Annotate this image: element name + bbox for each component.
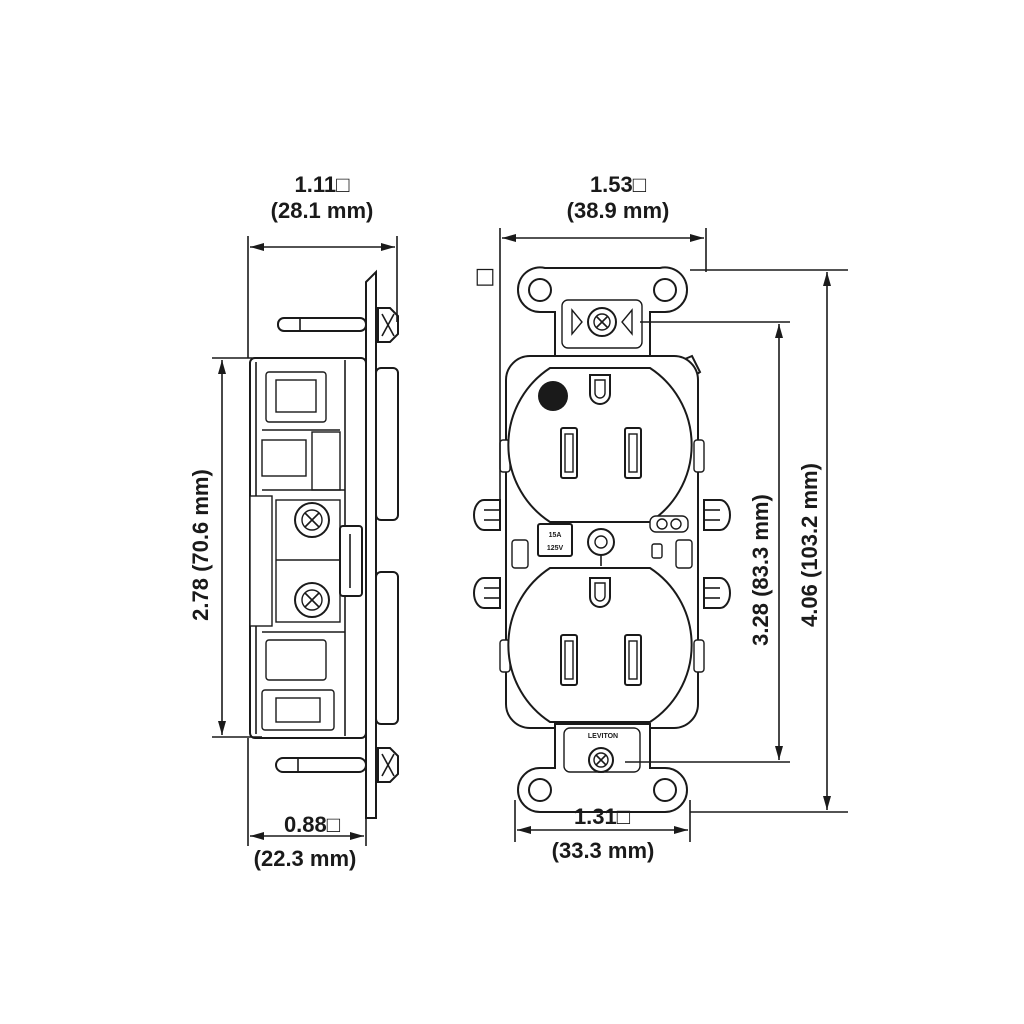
side-top-screw-shank	[277, 317, 367, 332]
front-upper-hot-slot	[624, 427, 642, 479]
strap-width-mm-label: (33.3 mm)	[552, 838, 655, 863]
strap-width-dimension: 1.31□ (33.3 mm)	[514, 800, 691, 863]
overall-height-label: 4.06 (103.2 mm)	[797, 463, 822, 627]
front-bottom-mounting-screw	[588, 747, 614, 773]
front-width-mm-label: (38.9 mm)	[567, 198, 670, 223]
front-lower-neutral-slot	[560, 634, 578, 686]
front-top-left-mount-hole	[528, 278, 552, 302]
side-ground-tab	[339, 525, 363, 597]
front-upper-outlet	[507, 367, 693, 523]
front-center-screw	[587, 528, 615, 566]
side-view	[249, 269, 399, 819]
side-upper-contacts	[261, 371, 345, 491]
side-upper-face	[375, 367, 399, 521]
rating-volts-label: 125V	[547, 545, 564, 552]
side-height-label: 2.78 (70.6 mm)	[188, 469, 213, 621]
front-lower-outlet	[507, 567, 693, 723]
side-bottom-screw-head	[377, 747, 399, 783]
front-bottom-right-mount-hole	[653, 778, 677, 802]
body-height-dimension: 3.28 (83.3 mm)	[625, 321, 790, 763]
side-lower-face	[375, 571, 399, 725]
side-width-inch-label: 1.11□	[295, 172, 350, 197]
side-height-dimension: 2.78 (70.6 mm)	[188, 357, 262, 738]
front-right-terminal-screws	[675, 499, 731, 609]
side-mounting-strap	[365, 269, 377, 819]
front-bottom-strap: LEVITON	[516, 723, 689, 813]
front-certification-mark	[649, 515, 689, 559]
side-terminal-area	[249, 495, 363, 627]
front-lower-hot-slot	[624, 634, 642, 686]
front-indicator-dot	[538, 381, 568, 411]
overall-height-dimension: 4.06 (103.2 mm)	[690, 269, 848, 813]
side-width-mm-label: (28.1 mm)	[271, 198, 374, 223]
front-marker-glyph: □	[475, 264, 496, 289]
front-rating-box	[537, 523, 573, 557]
front-width-dimension: 1.53□ (38.9 mm)	[499, 172, 707, 505]
side-depth-mm-label: (22.3 mm)	[254, 846, 357, 871]
front-bottom-left-mount-hole	[528, 778, 552, 802]
brand-label: LEVITON	[588, 733, 618, 740]
front-left-terminal-screws	[473, 499, 529, 609]
side-bottom-screw-shank	[275, 757, 367, 773]
side-lower-contacts	[261, 631, 345, 731]
front-top-strap	[516, 266, 689, 357]
front-middle-area: 15A 125V	[537, 515, 689, 566]
strap-width-inch-label: 1.31□	[574, 804, 630, 829]
side-terminal-screw-lower	[294, 582, 330, 618]
side-depth-dimension: 0.88□ (22.3 mm)	[247, 738, 367, 871]
front-upper-neutral-slot	[560, 427, 578, 479]
side-terminal-screw-upper	[294, 502, 330, 538]
side-width-dimension: 1.11□ (28.1 mm)	[247, 172, 398, 358]
rating-amps-label: 15A	[549, 532, 562, 539]
side-top-screw-head	[377, 307, 399, 343]
front-top-mounting-screw	[587, 307, 617, 337]
front-width-inch-label: 1.53□	[590, 172, 646, 197]
side-depth-inch-label: 0.88□	[284, 812, 340, 837]
front-top-right-mount-hole	[653, 278, 677, 302]
body-height-label: 3.28 (83.3 mm)	[748, 494, 773, 646]
front-view: 15A 125V	[473, 266, 731, 813]
